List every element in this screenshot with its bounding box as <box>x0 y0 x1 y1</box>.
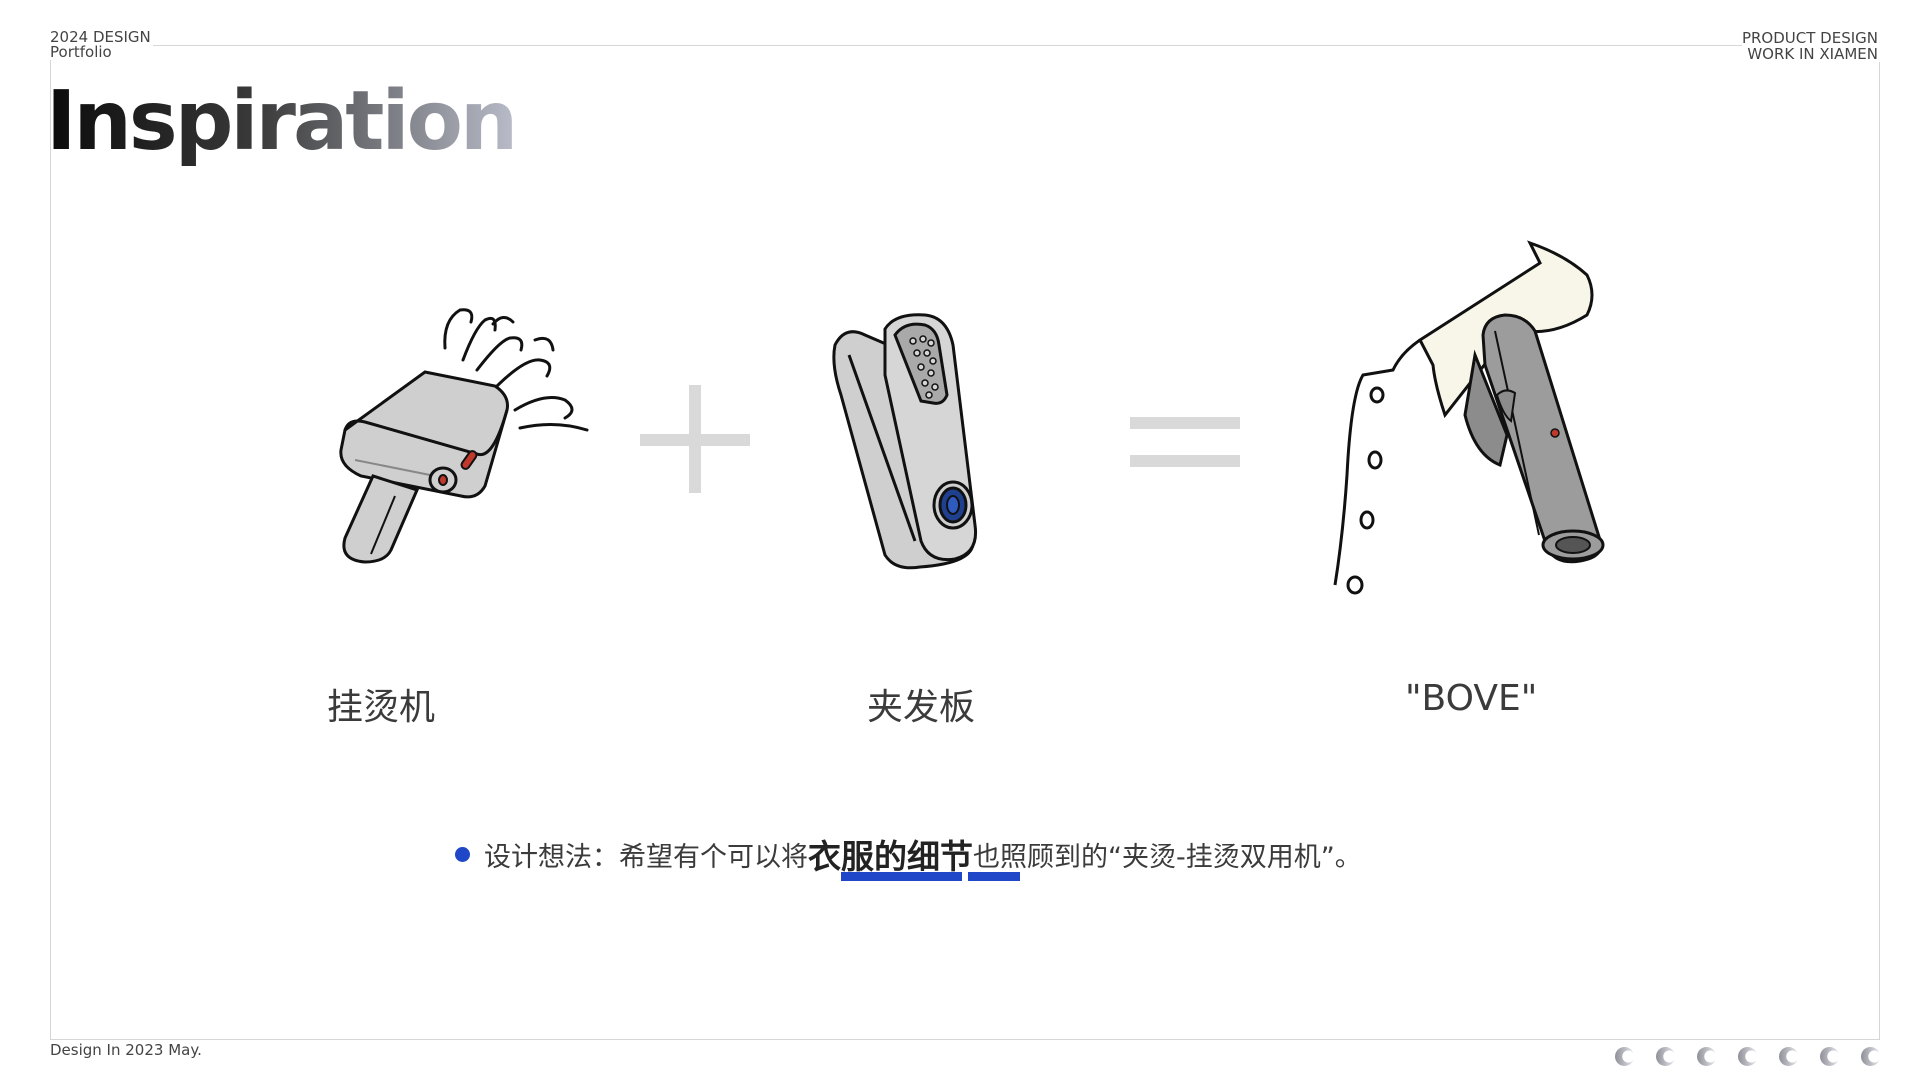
garment-steamer-icon <box>339 308 589 564</box>
header-portfolio-label: Portfolio <box>50 45 153 60</box>
page-indicator <box>1615 1047 1880 1066</box>
note-highlight: 衣服的细节 <box>808 837 973 876</box>
header-location-label: WORK IN XIAMEN <box>1741 46 1880 62</box>
page-dot-icon[interactable] <box>1656 1047 1675 1066</box>
page-title: Inspiration <box>46 74 518 169</box>
page-dot-icon[interactable] <box>1697 1047 1716 1066</box>
page-dot-icon[interactable] <box>1861 1047 1880 1066</box>
equals-sign-icon <box>1130 417 1240 467</box>
note-suffix: 也照顾到的“夹烫-挂烫双用机”。 <box>973 841 1362 873</box>
header-right: PRODUCT DESIGN WORK IN XIAMEN <box>1741 29 1880 62</box>
highlight-underline-1 <box>841 872 962 881</box>
item-label-bove: "BOVE" <box>1405 678 1538 719</box>
note-prefix: 设计想法：希望有个可以将 <box>484 841 808 873</box>
page-dot-icon[interactable] <box>1779 1047 1798 1066</box>
footer-date: Design In 2023 May. <box>50 1041 202 1059</box>
plus-sign-icon <box>640 385 750 493</box>
header-product-design-label: PRODUCT DESIGN <box>1741 29 1880 47</box>
page-dot-icon[interactable] <box>1820 1047 1839 1066</box>
header-left: 2024 DESIGN Portfolio <box>50 30 153 60</box>
item-label-straightener: 夹发板 <box>867 687 976 728</box>
hair-straightener-icon <box>832 313 978 570</box>
page-frame <box>50 45 1880 1040</box>
header-year-label: 2024 DESIGN <box>50 28 153 46</box>
page-dot-icon[interactable] <box>1738 1047 1757 1066</box>
page-dot-icon[interactable] <box>1615 1047 1634 1066</box>
design-idea-note: 设计想法：希望有个可以将 衣服的细节 也照顾到的“夹烫-挂烫双用机”。 <box>455 830 1362 878</box>
item-label-steamer: 挂烫机 <box>327 687 436 728</box>
highlight-underline-2 <box>968 872 1020 881</box>
bullet-dot-icon <box>455 846 470 862</box>
bove-product-on-shirt-icon <box>1333 240 1605 595</box>
